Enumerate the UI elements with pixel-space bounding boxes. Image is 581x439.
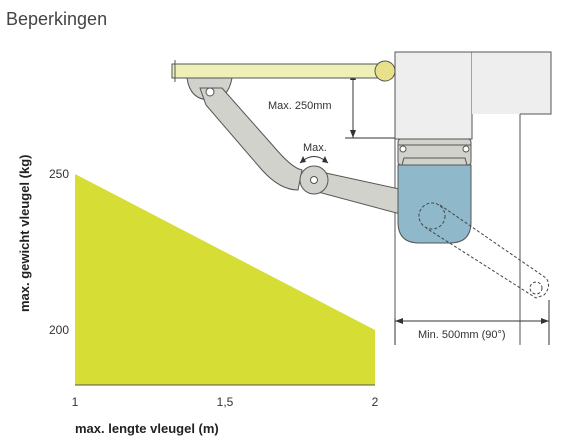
dimension-max-250mm: Max. 250mm — [262, 71, 395, 139]
y-axis-title: max. gewicht vleugel (kg) — [17, 155, 32, 313]
rotation-indicator: Max. — [299, 142, 329, 164]
label-min-500mm: Min. 500mm (90°) — [418, 329, 506, 341]
x-tick-label: 1,5 — [217, 395, 234, 409]
label-max-rotation: Max. — [303, 142, 327, 154]
y-tick-label: 200 — [49, 323, 69, 337]
dimension-min-500mm: Min. 500mm (90°) — [394, 300, 550, 345]
y-tick-label: 250 — [49, 167, 69, 181]
x-axis-title: max. lengte vleugel (m) — [75, 421, 219, 436]
wall — [394, 51, 552, 345]
page-title: Beperkingen — [6, 9, 108, 29]
chart: 1 1,5 2 250 200 max. lengte vleugel (m) max… — [17, 155, 379, 437]
gate-rail — [171, 60, 396, 82]
motor-unit — [397, 138, 472, 244]
x-tick-label: 1 — [72, 395, 79, 409]
pivot-elbow — [310, 176, 318, 184]
chart-area — [75, 174, 375, 385]
x-tick-label: 2 — [372, 395, 379, 409]
pivot-upper — [205, 87, 215, 97]
arm-open-position — [418, 202, 550, 299]
label-max-250mm: Max. 250mm — [268, 100, 332, 112]
